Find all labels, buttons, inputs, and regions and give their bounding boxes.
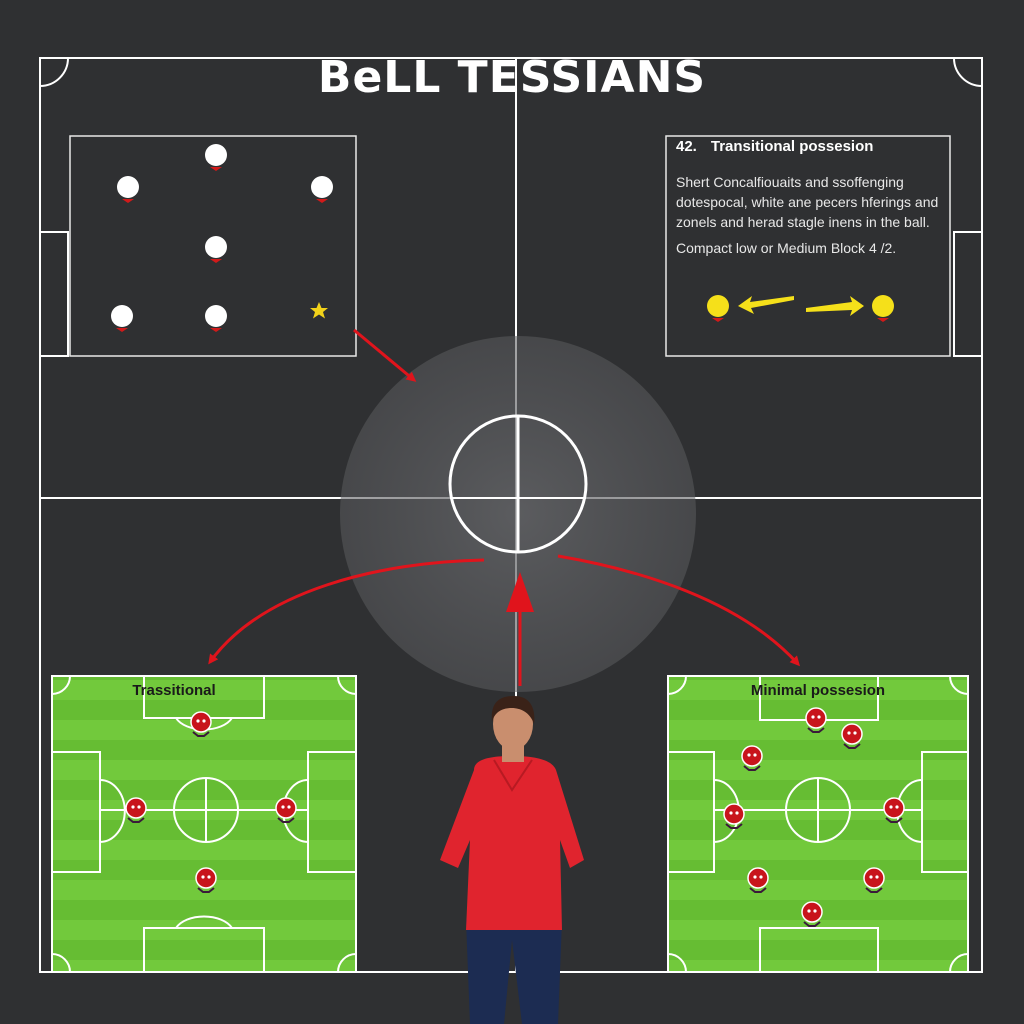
player-token-icon — [125, 797, 147, 823]
yellow-arrows — [738, 296, 864, 316]
coach-figure — [440, 696, 584, 1024]
player-token-icon — [841, 723, 863, 749]
right-pitch-players — [723, 707, 905, 927]
left-pitch-players — [125, 711, 297, 893]
player-dot — [205, 144, 227, 171]
player-token-icon — [805, 707, 827, 733]
player-dot — [205, 305, 227, 332]
info-heading-text: Transitional possesion — [710, 138, 874, 155]
yellow-ball-right — [872, 295, 894, 322]
formation-box — [69, 135, 357, 357]
player-token-icon — [747, 867, 769, 893]
player-token-icon — [190, 711, 212, 737]
player-token-icon — [195, 867, 217, 893]
player-dot — [205, 236, 227, 263]
star-icon — [310, 302, 328, 319]
yellow-ball-left — [707, 295, 729, 322]
player-token-icon — [883, 797, 905, 823]
info-number: 42. — [676, 138, 697, 155]
page-title: BeLL TESSIANS — [317, 52, 707, 103]
up-arrow-head — [506, 572, 534, 612]
info-body: Shert Concalfiouaits and ssoffenging dot… — [676, 174, 939, 230]
white-player-dots — [111, 144, 333, 332]
player-token-icon — [801, 901, 823, 927]
player-dot — [111, 305, 133, 332]
info-block-text: Compact low or Medium Block 4 /2. — [676, 240, 897, 256]
right-pitch-label: Minimal possesion — [750, 682, 886, 699]
player-token-icon — [741, 745, 763, 771]
player-dot — [117, 176, 139, 203]
center-circle — [448, 414, 588, 554]
info-box — [665, 135, 951, 357]
player-token-icon — [863, 867, 885, 893]
red-arrows — [208, 328, 801, 686]
player-token-icon — [275, 797, 297, 823]
player-dot — [311, 176, 333, 203]
player-token-icon — [723, 803, 745, 829]
left-pitch-label: Trassitional — [132, 682, 216, 699]
info-heading: 42. Transitional possesion — [676, 138, 946, 155]
